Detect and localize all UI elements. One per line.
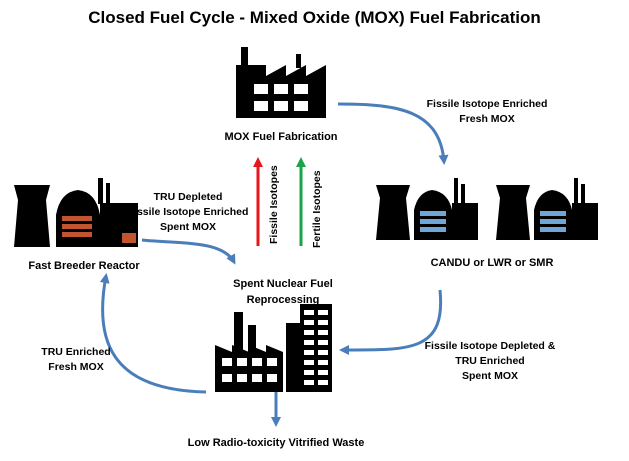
label-reprocessing-line1: Spent Nuclear Fuel — [233, 278, 333, 290]
label-flow-to-fast-breeder-line1: TRU Enriched — [41, 346, 111, 358]
label-reprocessing: Spent Nuclear Fuel Reprocessing — [198, 276, 368, 308]
label-reprocessing-line2: Reprocessing — [246, 294, 320, 306]
label-vitrified-waste: Low Radio-toxicity Vitrified Waste — [187, 437, 365, 449]
label-flow-to-fast-breeder: TRU Enriched Fresh MOX — [16, 345, 136, 375]
label-fast-breeder-reactor: Fast Breeder Reactor — [28, 260, 140, 272]
label-flow-from-candu-line3: Spent MOX — [461, 370, 518, 382]
label-flow-from-fast-breeder-line2: Fissile Isotope Enriched — [127, 206, 249, 218]
label-flow-from-candu: Fissile Isotope Depleted & TRU Enriched … — [410, 339, 570, 384]
label-flow-to-candu-line1: Fissile Isotope Enriched — [426, 98, 548, 110]
factory-icon — [236, 47, 326, 118]
arrow-reprocessing-to-fastbreeder — [99, 273, 207, 394]
label-fertile-isotopes: Fertile Isotopes — [311, 170, 323, 248]
label-candu-lwr-smr: CANDU or LWR or SMR — [430, 257, 554, 269]
reprocessing-plant-icon — [215, 304, 332, 392]
label-flow-to-fast-breeder-line2: Fresh MOX — [48, 361, 104, 373]
candu-plant-icon — [376, 178, 478, 240]
label-flow-from-fast-breeder-line3: Spent MOX — [159, 221, 216, 233]
label-fissile-isotopes: Fissile Isotopes — [268, 165, 280, 244]
candu-plant-icon — [496, 178, 598, 240]
label-flow-to-candu-line2: Fresh MOX — [459, 113, 515, 125]
page-title: Closed Fuel Cycle - Mixed Oxide (MOX) Fu… — [88, 8, 541, 27]
label-flow-from-candu-line2: TRU Enriched — [455, 355, 525, 367]
label-flow-from-fast-breeder: TRU Depleted Fissile Isotope Enriched Sp… — [118, 190, 258, 235]
label-flow-from-fast-breeder-line1: TRU Depleted — [153, 191, 223, 203]
arrow-mox-to-candu — [337, 102, 449, 165]
label-flow-to-candu: Fissile Isotope Enriched Fresh MOX — [412, 97, 562, 127]
label-mox-fabrication: MOX Fuel Fabrication — [224, 131, 338, 143]
arrow-fastbreeder-to-reprocessing — [141, 238, 236, 265]
arrow-candu-to-reprocessing — [339, 289, 443, 356]
fast-reactor-plant-icon — [14, 178, 138, 247]
label-flow-from-candu-line1: Fissile Isotope Depleted & — [424, 340, 556, 352]
